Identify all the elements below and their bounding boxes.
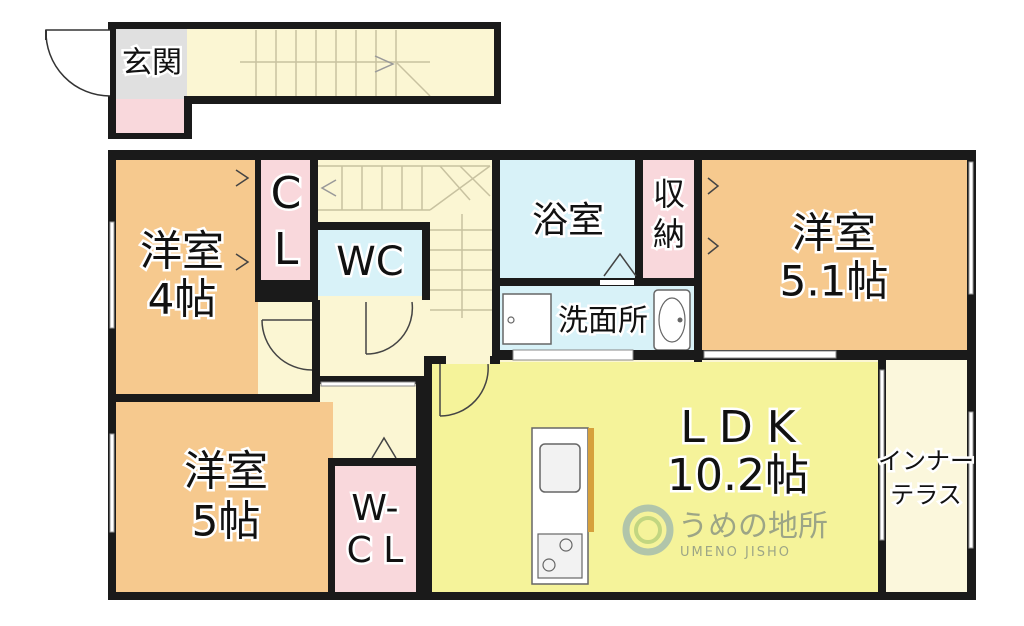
wcl-label-2: C L xyxy=(347,530,404,571)
washer-icon xyxy=(502,293,552,345)
western-5-label-2: 5帖 xyxy=(192,497,261,546)
inner-stairs xyxy=(318,165,492,318)
stair-arrow-icon xyxy=(374,55,395,73)
room-labels: C L WC 浴室 収 納 洗面所 洋室 4帖 洋室 5帖 洋室 5.1帖 W-… xyxy=(137,166,976,574)
entrance-label: 玄関 xyxy=(122,46,182,81)
walk-in-closet xyxy=(333,466,417,593)
brand-roman: UMENO JISHO xyxy=(680,545,791,560)
storage-closet xyxy=(641,158,699,283)
western-51-label-1: 洋室 xyxy=(792,209,876,258)
western-room-5 xyxy=(115,402,333,593)
entrance-block: 玄関 xyxy=(45,22,501,139)
storage-label-1: 収 xyxy=(653,175,685,213)
outer-walls xyxy=(108,150,976,600)
washroom-label: 洗面所 xyxy=(558,304,648,339)
western-5-label-1: 洋室 xyxy=(184,447,268,496)
western-51-label-2: 5.1帖 xyxy=(780,257,889,306)
wcl-label-1: W- xyxy=(351,488,398,529)
storage-label-2: 納 xyxy=(653,215,685,253)
closet-cl-label-1: C xyxy=(271,168,302,219)
sink-icon xyxy=(539,443,581,493)
kitchen-counter xyxy=(531,427,594,585)
brand-logo-icon xyxy=(622,504,674,556)
western-room-51 xyxy=(700,158,970,354)
western-4-label-2: 4帖 xyxy=(148,275,217,324)
closet-cl xyxy=(258,158,313,284)
inner-terrace xyxy=(886,360,970,593)
stove-icon xyxy=(537,533,583,579)
closet-cl-label-2: L xyxy=(274,224,299,275)
western-4-label-1: 洋室 xyxy=(140,227,224,276)
wc-room xyxy=(318,228,422,296)
ldk-room xyxy=(430,362,880,595)
windows xyxy=(109,161,974,549)
bath-label: 浴室 xyxy=(532,200,604,241)
door-swings xyxy=(235,169,720,459)
washroom-fixtures xyxy=(502,289,691,351)
western-room-4 xyxy=(115,158,258,402)
entrance-walls xyxy=(108,22,501,139)
entrance-floor xyxy=(115,27,187,99)
inner-terrace-label-1: インナー xyxy=(878,447,974,475)
brand-name: うめの地所 xyxy=(678,509,828,544)
entrance-door xyxy=(45,29,111,97)
shoe-closet xyxy=(115,99,187,135)
inner-stair-arrow-icon xyxy=(320,179,337,197)
entrance-stairs xyxy=(240,30,431,97)
openings xyxy=(320,280,885,541)
ldk-label-1: L D K xyxy=(680,402,796,453)
wc-label: WC xyxy=(336,239,403,285)
brand-watermark: うめの地所 UMENO JISHO xyxy=(622,504,828,560)
ldk-label-2: 10.2帖 xyxy=(667,450,809,501)
main-floor xyxy=(108,150,976,600)
inner-terrace-label-2: テラス xyxy=(890,481,962,509)
